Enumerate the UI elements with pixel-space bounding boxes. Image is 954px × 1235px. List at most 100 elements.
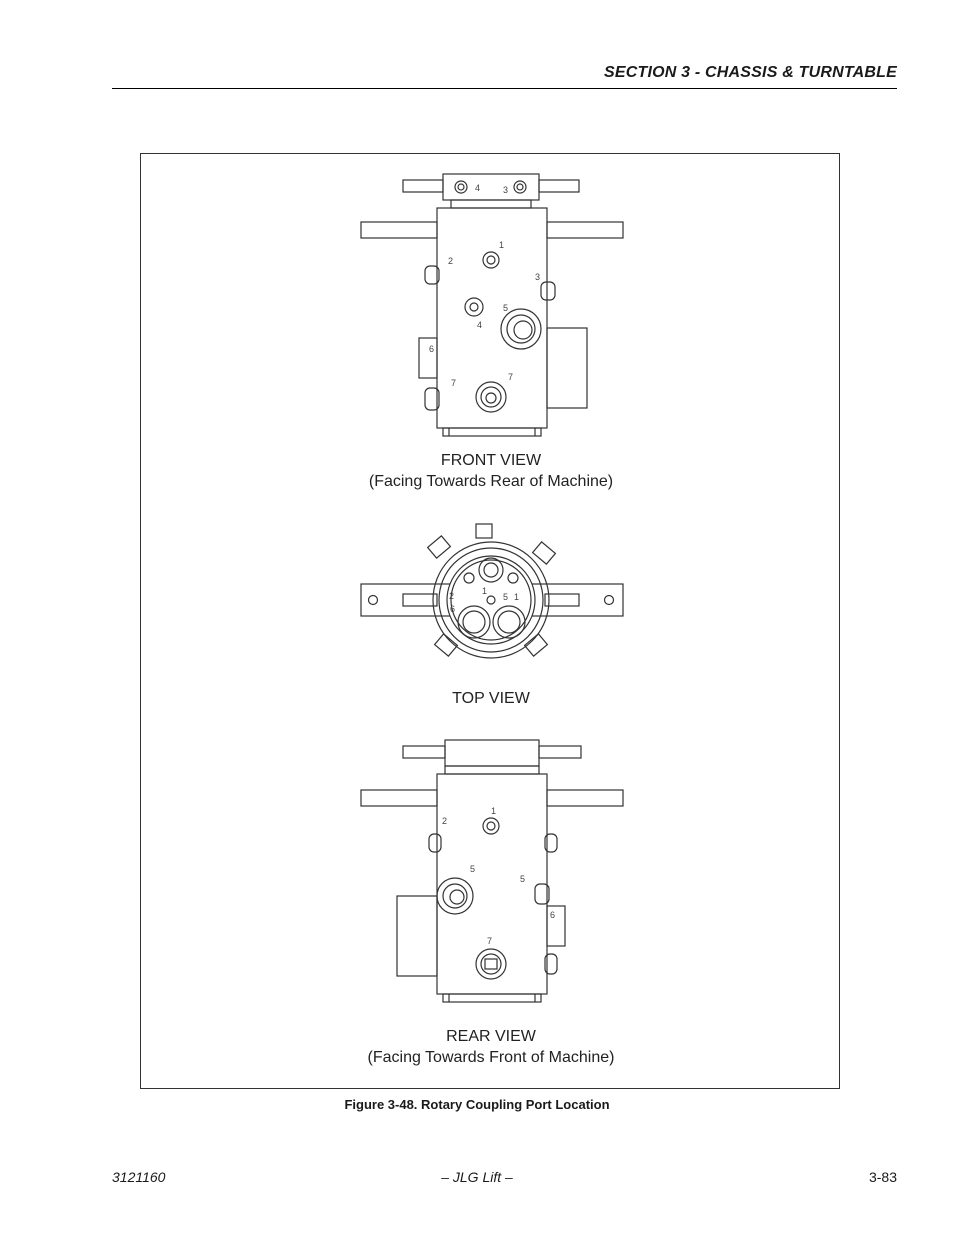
front-bottom-ring — [442, 427, 542, 437]
top-port-upper — [478, 557, 504, 583]
section-header-title: SECTION 3 - CHASSIS & TURNTABLE — [603, 64, 897, 81]
front-top-fitting-3-inner — [516, 183, 524, 191]
rear-view-drawing: 1 2 5 5 6 7 — [360, 739, 624, 1003]
front-label: 1 — [499, 240, 504, 250]
top-view-caption: TOP VIEW — [141, 688, 841, 709]
front-label: 7 — [451, 378, 456, 388]
front-left-box — [418, 337, 438, 379]
rear-port-7 — [475, 948, 507, 980]
rear-port-right-a — [544, 833, 558, 853]
rotary-coupling-drawing: 4 3 1 2 3 5 4 6 7 7 — [360, 173, 624, 1003]
rear-port-5-large-inner — [449, 889, 465, 905]
rear-view-caption: REAR VIEW (Facing Towards Front of Machi… — [141, 1026, 841, 1068]
front-top-arm-right — [538, 179, 580, 193]
top-port-lower-right — [492, 605, 526, 639]
top-inner-disk — [446, 555, 536, 645]
top-label: 1 — [482, 586, 487, 596]
rear-side-arm-left — [360, 789, 438, 807]
rear-port-1 — [482, 817, 500, 835]
front-port-1-inner — [486, 255, 496, 265]
top-port-center — [486, 595, 496, 605]
top-tab — [523, 633, 549, 657]
top-view-title: TOP VIEW — [452, 690, 530, 707]
rear-port-7-inner — [484, 958, 498, 970]
figure-frame: 4 3 1 2 3 5 4 6 7 7 — [140, 153, 840, 1089]
rear-port-7-ring — [480, 953, 502, 975]
top-tab — [426, 535, 452, 559]
top-port-upper-inner — [483, 562, 499, 578]
top-port-lower-left-inner — [462, 610, 486, 634]
front-top-fitting-4 — [454, 180, 468, 194]
front-top-fitting-3 — [513, 180, 527, 194]
rear-top-arm-left — [402, 745, 446, 759]
front-port-2 — [424, 265, 440, 285]
front-port-7-left — [424, 387, 440, 411]
front-top-cap — [442, 173, 540, 201]
front-label: 3 — [535, 272, 540, 282]
top-port-lower-right-inner — [497, 610, 521, 634]
front-port-7 — [475, 381, 507, 413]
rear-neck — [444, 765, 540, 775]
rear-view-title: REAR VIEW — [446, 1028, 536, 1045]
front-port-4 — [464, 297, 484, 317]
rear-port-5-small — [534, 883, 550, 905]
rear-port-2 — [428, 833, 442, 853]
rear-port-5-large-ring — [442, 883, 468, 909]
top-port-lower-left — [457, 605, 491, 639]
front-right-box — [546, 327, 588, 409]
front-view-caption: FRONT VIEW (Facing Towards Rear of Machi… — [141, 450, 841, 492]
front-port-3 — [540, 281, 556, 301]
top-label: 5 — [503, 592, 508, 602]
front-view-subtitle: (Facing Towards Rear of Machine) — [368, 473, 614, 490]
top-tab — [531, 541, 557, 565]
front-side-arm-right — [546, 221, 624, 239]
front-port-1 — [482, 251, 500, 269]
rear-port-right-b — [544, 953, 558, 975]
rear-label: 5 — [520, 874, 525, 884]
front-label: 3 — [503, 185, 508, 195]
top-label: 2 — [449, 591, 454, 601]
top-bar-inner-left — [402, 593, 438, 607]
figure-caption: Figure 3-48. Rotary Coupling Port Locati… — [344, 1097, 610, 1112]
top-label: 6 — [450, 604, 455, 614]
front-port-7-ring — [480, 386, 502, 408]
top-port-small-left — [463, 572, 475, 584]
top-port-small-right — [507, 572, 519, 584]
rear-port-1-inner — [486, 821, 496, 831]
front-view-drawing: 4 3 1 2 3 5 4 6 7 7 — [360, 173, 624, 437]
front-label: 2 — [448, 256, 453, 266]
front-port-7-inner — [485, 392, 497, 404]
front-label: 7 — [508, 372, 513, 382]
top-bar-inner-right — [544, 593, 580, 607]
footer-publisher: – JLG Lift – — [441, 1169, 513, 1185]
front-view-title: FRONT VIEW — [440, 452, 542, 469]
rear-port-5-large — [436, 877, 474, 915]
front-label: 4 — [475, 183, 480, 193]
rear-top-arm-right — [538, 745, 582, 759]
top-label: 1 — [514, 592, 519, 602]
front-port-4-inner — [469, 302, 479, 312]
top-bolt-hole-right — [603, 594, 615, 606]
rear-label: 6 — [550, 910, 555, 920]
front-port-5-ring — [506, 314, 536, 344]
top-outer-disk — [432, 541, 550, 659]
front-top-arm-left — [402, 179, 444, 193]
top-inner-rim — [450, 559, 532, 641]
rear-bottom-ring — [442, 993, 542, 1003]
rear-view-subtitle: (Facing Towards Front of Machine) — [367, 1049, 615, 1066]
front-label: 5 — [503, 303, 508, 313]
footer-doc-number: 3121160 — [112, 1169, 166, 1185]
top-bolt-hole-left — [367, 594, 379, 606]
top-outer-rim — [438, 547, 544, 653]
front-top-fitting-4-inner — [457, 183, 465, 191]
front-side-arm-left — [360, 221, 438, 239]
top-tab — [475, 523, 493, 539]
rear-label: 7 — [487, 936, 492, 946]
top-view-drawing: 2 6 1 5 1 — [360, 523, 624, 659]
rear-label: 1 — [491, 806, 496, 816]
top-tab — [433, 633, 459, 657]
front-port-5 — [500, 308, 542, 350]
front-neck — [450, 199, 532, 209]
rear-label: 5 — [470, 864, 475, 874]
front-label: 4 — [477, 320, 482, 330]
